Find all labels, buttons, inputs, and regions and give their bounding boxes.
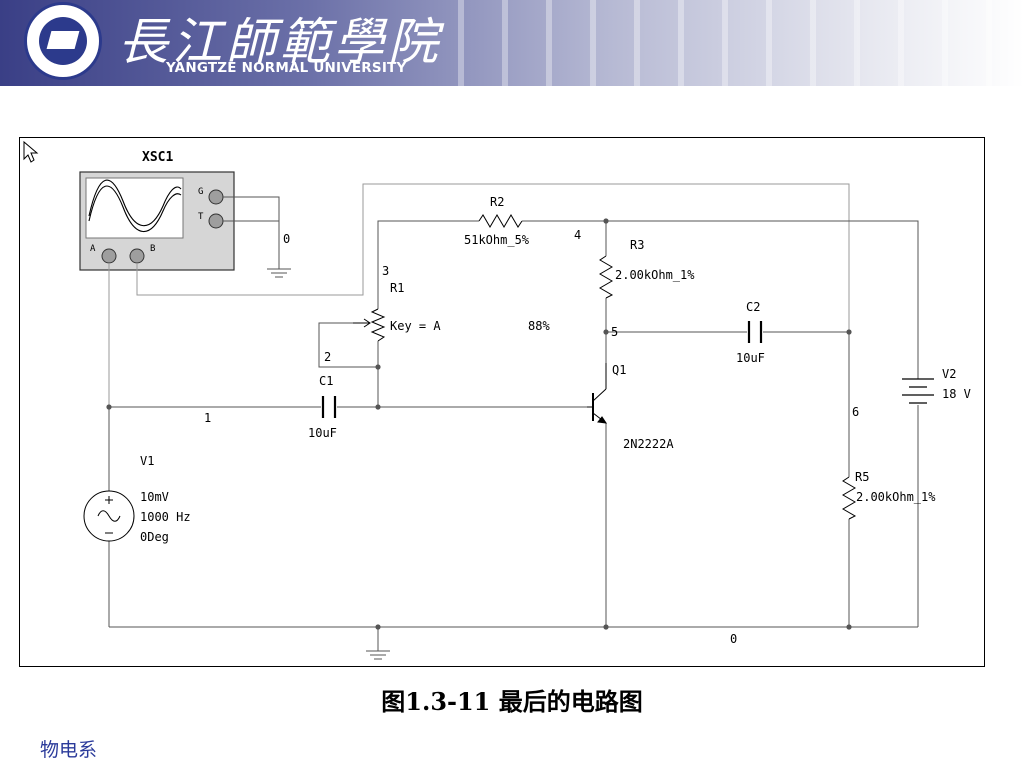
- r1-percent-label: 88%: [528, 319, 550, 333]
- scope-terminal-t: T: [198, 212, 204, 222]
- c2-name-label: C2: [746, 300, 760, 314]
- resistor-r5[interactable]: [842, 476, 857, 520]
- node-label-3: 3: [382, 264, 389, 278]
- scope-ground-lead: [223, 196, 291, 278]
- header-banner: 長江師範學院 YANGTZE NORMAL UNIVERSITY: [0, 0, 1024, 86]
- brand-chinese-name: 長江師範學院: [118, 13, 442, 71]
- junction-dots: [106, 218, 852, 630]
- r2-value-label: 51kOhm_5%: [464, 233, 530, 247]
- r2-name-label: R2: [490, 195, 504, 209]
- q1-name-label: Q1: [612, 363, 626, 377]
- node-label-6: 6: [852, 405, 859, 419]
- header-stripes: [420, 0, 1024, 86]
- circuit-schematic: XSC1 G T A B 0: [23, 140, 971, 660]
- node-label-4: 4: [574, 228, 581, 242]
- circuit-wires: [108, 220, 919, 660]
- school-seal-icon: [24, 2, 102, 80]
- scope-name-label: XSC1: [142, 150, 173, 165]
- node-label-2: 2: [324, 350, 331, 364]
- node-label-5: 5: [611, 325, 618, 339]
- r3-name-label: R3: [630, 238, 644, 252]
- oscilloscope-xsc1[interactable]: [79, 171, 235, 271]
- c1-name-label: C1: [319, 374, 333, 388]
- brand-english-name: YANGTZE NORMAL UNIVERSITY: [166, 60, 407, 76]
- v2-value-label: 18 V: [942, 387, 971, 401]
- node-label-0-scope: 0: [283, 232, 290, 246]
- scope-terminal-g: G: [198, 187, 203, 197]
- resistor-r3[interactable]: [599, 255, 614, 299]
- v1-frequency-label: 1000 Hz: [140, 510, 191, 524]
- scope-channel-b-lead: [136, 183, 850, 332]
- schematic-canvas[interactable]: XSC1 G T A B 0: [19, 137, 985, 667]
- c2-value-label: 10uF: [736, 351, 765, 365]
- mouse-cursor-icon: [23, 140, 39, 163]
- department-label: 物电系: [40, 739, 98, 761]
- v2-name-label: V2: [942, 367, 956, 381]
- scope-terminal-a: A: [90, 244, 96, 254]
- r1-key-label: Key = A: [390, 319, 441, 333]
- transistor-q1[interactable]: [587, 363, 608, 424]
- resistor-r2[interactable]: [478, 214, 523, 228]
- q1-model-label: 2N2222A: [623, 437, 674, 451]
- v1-phase-label: 0Deg: [140, 530, 169, 544]
- capacitor-c1[interactable]: [321, 396, 337, 418]
- r5-name-label: R5: [855, 470, 869, 484]
- dc-source-v2[interactable]: [902, 378, 934, 404]
- scope-terminal-b: B: [150, 244, 155, 254]
- c1-value-label: 10uF: [308, 426, 337, 440]
- capacitor-c2[interactable]: [747, 321, 763, 343]
- v1-amplitude-label: 10mV: [140, 490, 169, 504]
- v1-name-label: V1: [140, 454, 154, 468]
- r3-value-label: 2.00kOhm_1%: [615, 268, 695, 282]
- figure-caption: 图1.3-11 最后的电路图: [381, 687, 643, 716]
- potentiometer-r1[interactable]: [353, 308, 386, 342]
- node-label-0-ground: 0: [730, 632, 737, 646]
- ac-source-v1[interactable]: [83, 490, 135, 542]
- node-label-1: 1: [204, 411, 211, 425]
- r5-value-label: 2.00kOhm_1%: [856, 490, 936, 504]
- r1-name-label: R1: [390, 281, 404, 295]
